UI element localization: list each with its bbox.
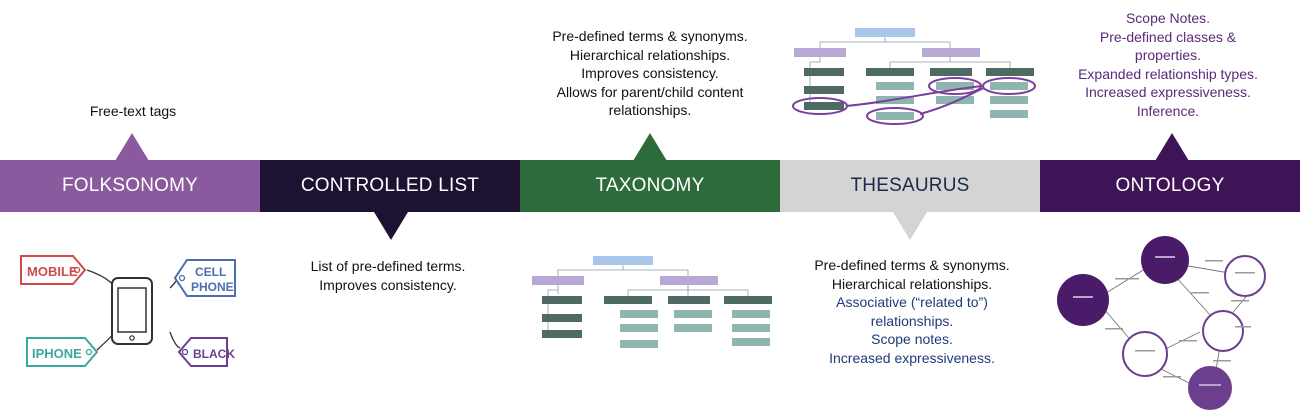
note-line: relationships.: [870, 312, 954, 329]
ontology-note: Scope Notes. Pre-defined classes & prope…: [1043, 9, 1293, 120]
stage-controlled-list: CONTROLLED LIST: [260, 160, 520, 212]
cell-phone-tag: CELL PHONE: [173, 259, 236, 297]
note-line: Pre-defined terms & synonyms.: [814, 257, 1010, 273]
thesaurus-tree-thumbnail: [792, 28, 1036, 125]
company-consoli-node: [1057, 274, 1109, 326]
thesaurus-note: Pre-defined terms & synonyms. Hierarchic…: [787, 256, 1037, 367]
stage-thesaurus: THESAURUS: [780, 160, 1040, 212]
stage-folksonomy: FOLKSONOMY: [0, 160, 260, 212]
note-line: Scope notes.: [871, 331, 953, 347]
note-line: Free-text tags: [89, 103, 177, 119]
stage-taxonomy: TAXONOMY: [520, 160, 780, 212]
note-line: Scope Notes.: [1125, 10, 1211, 26]
project-node: [1188, 366, 1232, 410]
ontology-pointer: [1155, 133, 1189, 161]
phone-icon: [111, 277, 153, 345]
stage-label: THESAURUS: [850, 175, 970, 196]
stage-ontology: ONTOLOGY: [1040, 160, 1300, 212]
note-line: Pre-defined terms & synonyms.: [552, 28, 748, 44]
note-line: Associative (“related to”): [836, 294, 988, 310]
note-line: List of pre-defined terms.: [310, 258, 466, 274]
note-line: Improves consistency.: [581, 65, 719, 81]
employee-bob-node: [1202, 310, 1244, 352]
tag-label: BLACK: [193, 347, 235, 361]
note-line: Hierarchical relationships.: [831, 275, 993, 292]
company-widgets-node: [1141, 236, 1189, 284]
stage-label: TAXONOMY: [595, 175, 705, 196]
consultant-node: [1122, 331, 1168, 377]
note-line: Hierarchical relationships.: [569, 46, 731, 63]
note-line: relationships.: [608, 102, 692, 118]
note-line: Inference.: [1136, 102, 1200, 119]
black-tag: BLACK: [177, 337, 235, 367]
controlled-list-pointer: [374, 212, 408, 240]
tag-label: PHONE: [191, 280, 234, 294]
folksonomy-note: Free-text tags: [8, 102, 258, 121]
note-line: Pre-defined classes &: [1099, 28, 1237, 45]
note-line: Improves consistency.: [319, 276, 457, 293]
note-line: Increased expressiveness.: [829, 349, 995, 366]
tag-label: MOBILE: [27, 264, 78, 279]
note-line: Expanded relationship types.: [1078, 65, 1258, 82]
taxonomy-note: Pre-defined terms & synonyms. Hierarchic…: [525, 27, 775, 120]
phone-tags-illustration: MOBILE CELL PHONE IPHONE BLACK: [20, 255, 236, 367]
mobile-tag: MOBILE: [20, 255, 87, 285]
stage-label: ONTOLOGY: [1115, 175, 1225, 196]
stage-label: CONTROLLED LIST: [300, 175, 480, 196]
note-line: Increased expressiveness.: [1085, 84, 1251, 100]
stage-label: FOLKSONOMY: [61, 175, 199, 196]
employee-alice-node: [1224, 255, 1266, 297]
iphone-tag: IPHONE: [26, 337, 99, 367]
note-line: Allows for parent/child content: [556, 83, 744, 100]
ontology-graph: [1057, 236, 1266, 410]
taxonomy-pointer: [633, 133, 667, 161]
controlled-list-note: List of pre-defined terms. Improves cons…: [263, 257, 513, 294]
tag-label: IPHONE: [32, 346, 82, 361]
tag-label: CELL: [195, 265, 226, 279]
folksonomy-pointer: [115, 133, 149, 161]
note-line: properties.: [1134, 47, 1202, 63]
taxonomy-tree-thumbnail: [532, 256, 772, 348]
thesaurus-pointer: [893, 212, 927, 240]
